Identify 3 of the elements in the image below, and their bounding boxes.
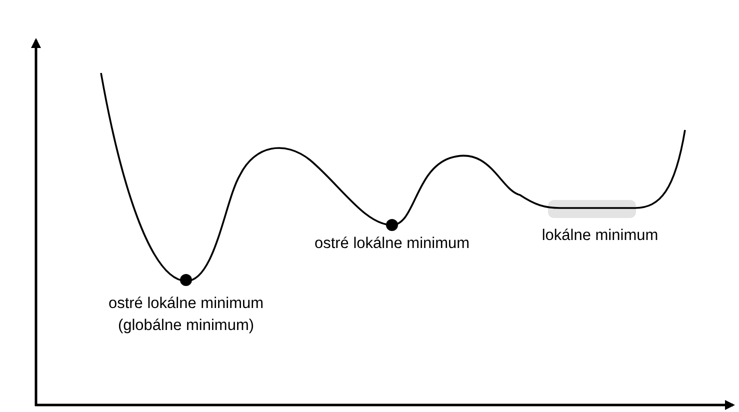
annotation-label: ostré lokálne minimum (globálne minimum): [107, 294, 265, 336]
annotation-label: lokálne minimum: [540, 226, 660, 246]
annotation-label: ostré lokálne minimum: [313, 234, 471, 254]
